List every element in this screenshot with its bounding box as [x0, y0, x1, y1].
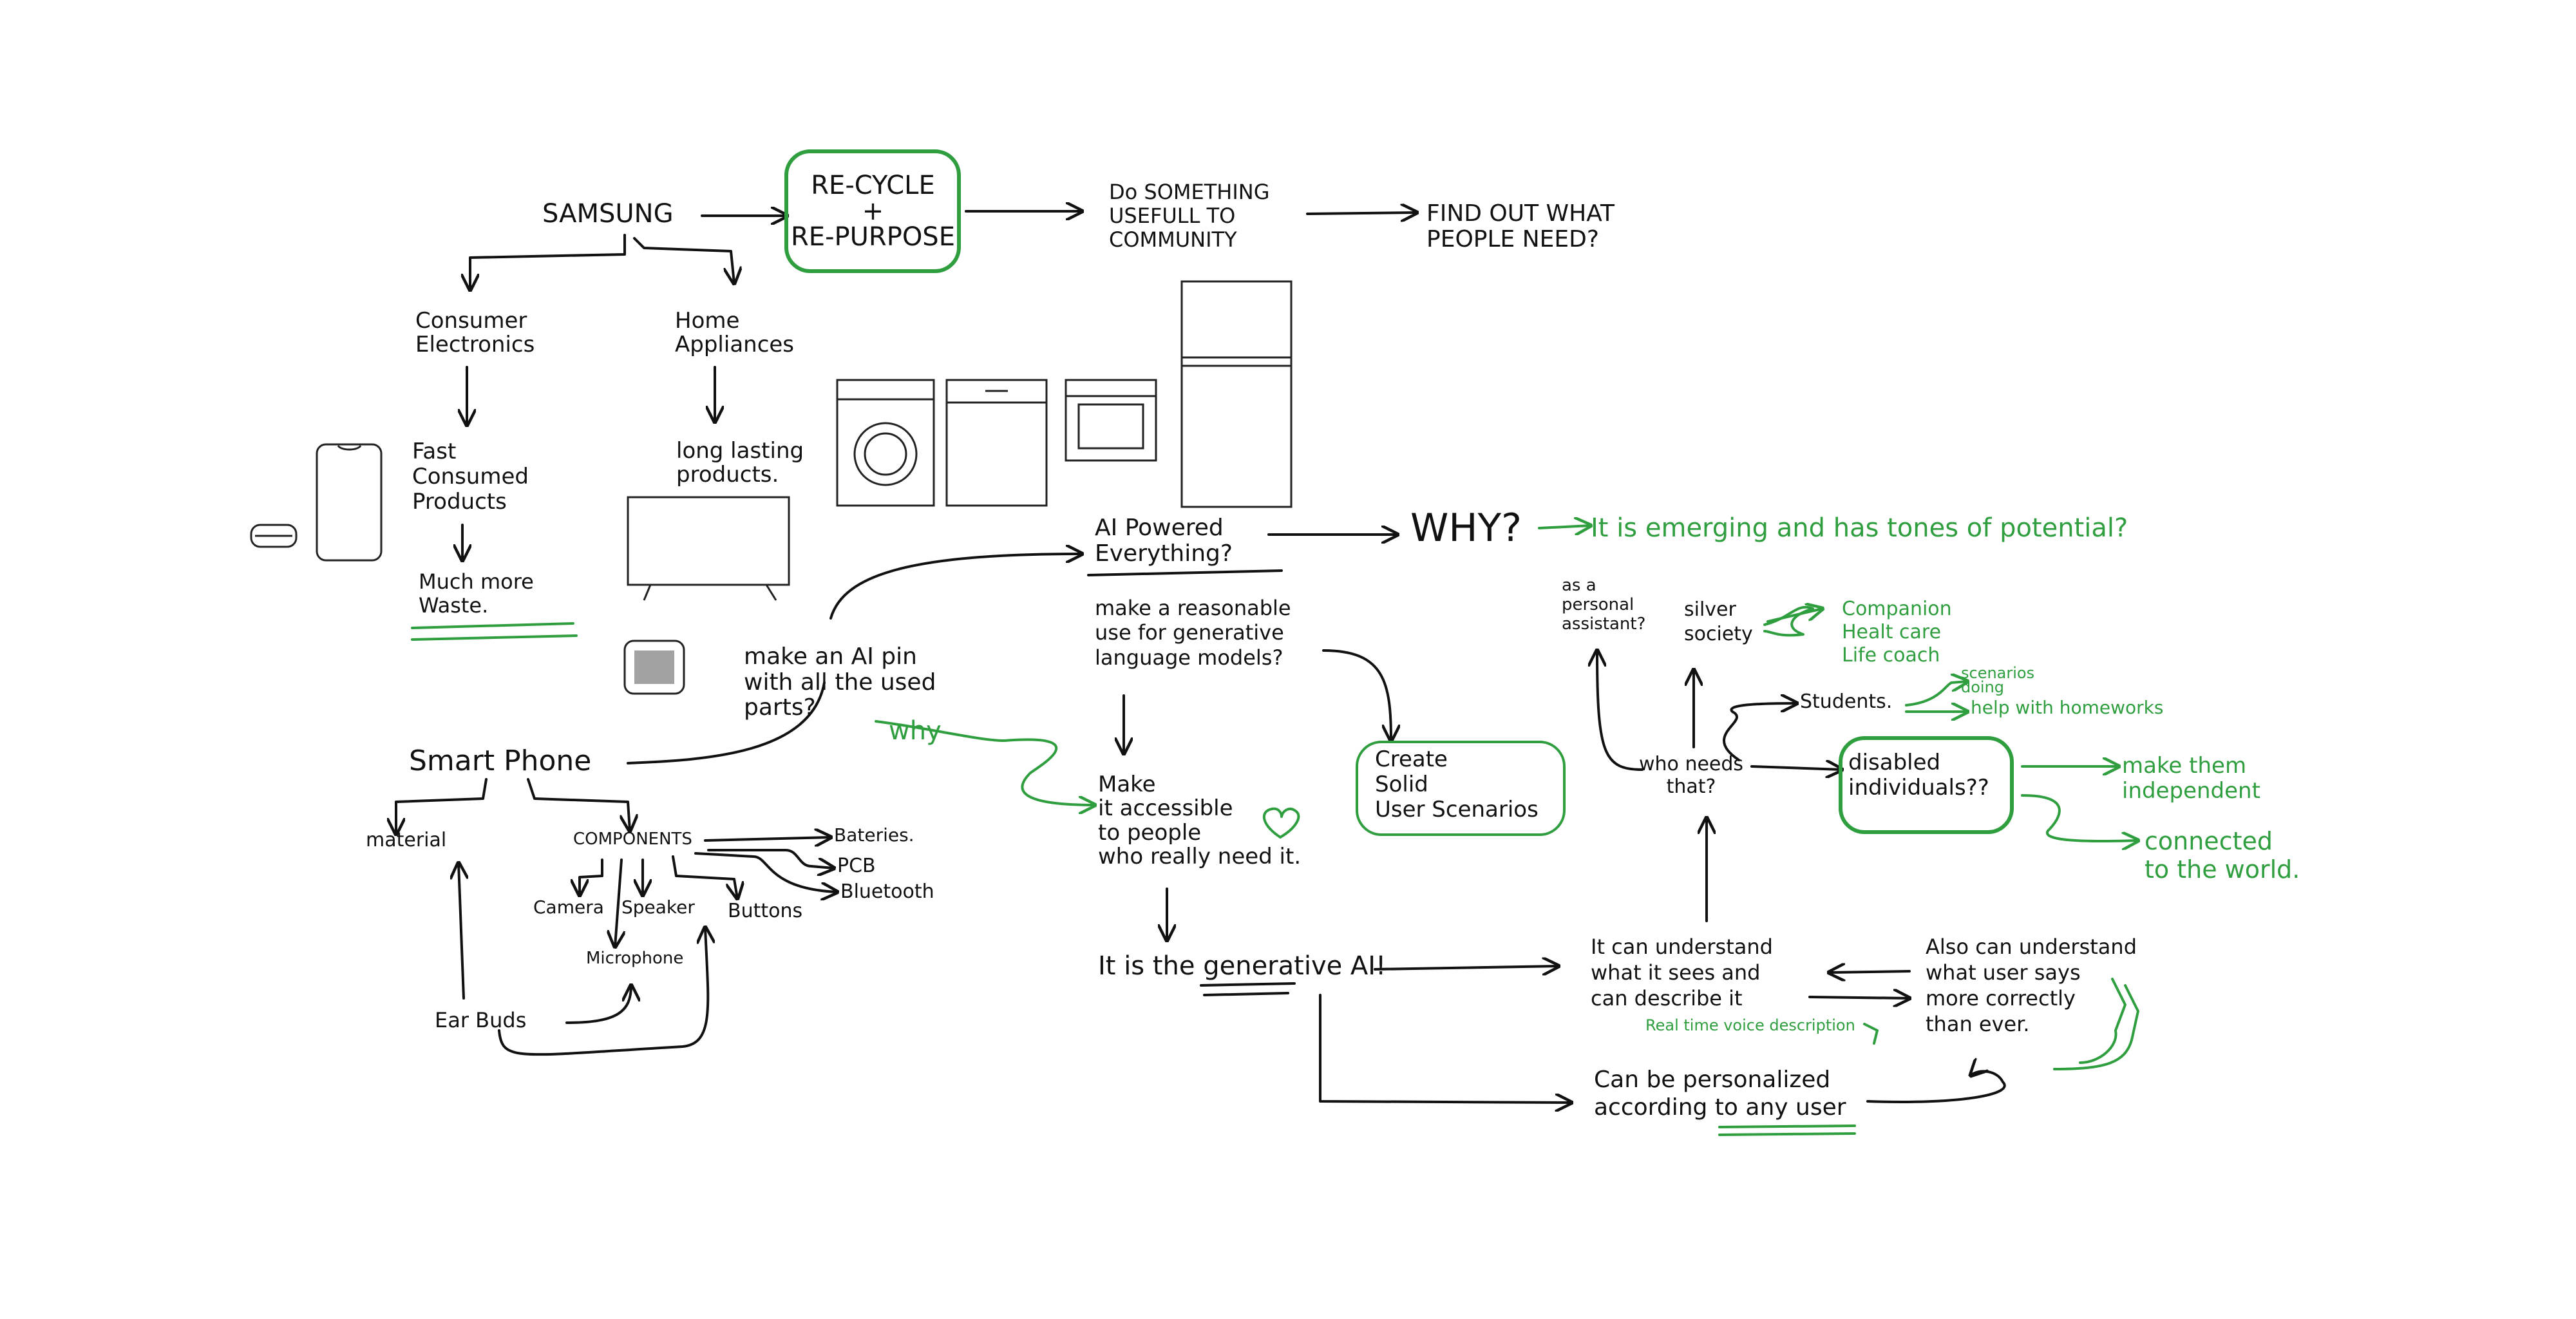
arrow-comp-microphone [615, 859, 621, 947]
node-do-something: Do SOMETHING USEFULL TO COMMUNITY [1109, 180, 1270, 252]
earbuds-case-sketch [250, 524, 298, 548]
arrow-personalized-says [1866, 1071, 2006, 1103]
node-ai-pin: make an AI pin with all the used parts? [744, 643, 936, 721]
node-connected: connected to the world. [2145, 827, 2300, 884]
arrow-phone-material [396, 778, 488, 834]
arrow-students-scenarios [1905, 681, 1967, 707]
arrow-comp-camera [580, 859, 603, 895]
node-who-needs: who needs that? [1639, 753, 1744, 798]
phone-sketch [316, 443, 383, 562]
node-camera: Camera [533, 897, 604, 918]
waste-underline [411, 622, 578, 641]
arrow-realtime-describe [1863, 1023, 1879, 1045]
arrow-why-emerging [1538, 526, 1591, 528]
arrow-why-make [875, 720, 1095, 805]
arrow-whoneeds-personal [1597, 650, 1643, 771]
node-find-out: FIND OUT WHAT PEOPLE NEED? [1426, 200, 1615, 252]
node-companion: Companion Healt care Life coach [1842, 598, 1952, 667]
node-disabled: disabled individuals?? [1848, 750, 1989, 801]
node-independent: make them independent [2122, 753, 2260, 804]
arrow-silver-companion-head [1766, 609, 1823, 623]
node-smart-phone: Smart Phone [409, 745, 592, 777]
disabled-box [1839, 736, 2014, 834]
arrow-comp-pcb [707, 849, 834, 868]
node-silver-society: silver society [1684, 598, 1753, 645]
personalized-underline [1718, 1124, 1856, 1136]
ai-powered-underline [1087, 569, 1283, 576]
node-why-green: why [889, 716, 942, 746]
node-emerging: It is emerging and has tones of potentia… [1591, 513, 2128, 543]
node-understand-says: Also can understand what user says more … [1926, 935, 2137, 1036]
arrow-earbuds-material [459, 863, 464, 1000]
dishwasher-sketch [945, 379, 1048, 507]
node-ear-buds: Ear Buds [435, 1008, 527, 1032]
arrow-silver-companion [1763, 605, 1814, 637]
node-much-more-waste: Much more Waste. [419, 569, 534, 618]
arrow-smartphone-pin [627, 681, 826, 764]
node-ai-powered: AI Powered Everything? [1095, 515, 1233, 567]
oven-sketch [1065, 379, 1157, 462]
arrow-whoneeds-disabled [1750, 766, 1842, 770]
node-scenarios-green: scenarios doing [1961, 664, 2035, 696]
arrow-earbuds-speaker [498, 927, 708, 1056]
arrow-whoneeds-students [1723, 703, 1797, 761]
node-home-appliances: Home Appliances [675, 308, 795, 358]
node-personalized: Can be personalized according to any use… [1594, 1067, 1846, 1121]
node-speaker: Speaker [621, 897, 695, 918]
node-why: WHY? [1410, 506, 1522, 551]
generative-underline [1200, 982, 1296, 996]
node-make-accessible: Make it accessible to people who really … [1098, 772, 1302, 870]
arrow-disabled-connected [2021, 794, 2138, 841]
node-recycle: RE-CYCLE + RE-PURPOSE [791, 171, 955, 252]
node-bluetooth: Bluetooth [840, 880, 934, 903]
says-green-brace [2053, 978, 2139, 1070]
arrow-comp-batteries [704, 837, 831, 840]
node-students: Students. [1800, 690, 1893, 713]
arrow-reasonable-create [1322, 649, 1391, 741]
tv-sketch [627, 496, 790, 601]
node-batteries: Bateries. [834, 824, 914, 846]
node-generative-ai: It is the generative AI! [1098, 951, 1387, 981]
node-buttons: Buttons [728, 900, 803, 922]
arrow-says-sees [1829, 971, 1911, 973]
node-components: COMPONENTS [573, 830, 692, 849]
arrow-do-find [1306, 213, 1417, 214]
node-consumer-electronics: Consumer Electronics [415, 308, 535, 358]
node-real-time-voice: Real time voice description [1645, 1016, 1855, 1034]
arrow-gen-understand [1374, 966, 1558, 969]
arrow-gen-personalized [1319, 994, 1571, 1103]
arrow-pin-ai [829, 554, 1082, 620]
fridge-sketch [1180, 280, 1293, 508]
green-heart [1262, 807, 1300, 839]
arrow-describe-says [1808, 997, 1909, 998]
create-scenarios-box [1356, 741, 1566, 836]
node-material: material [366, 829, 447, 851]
arrow-comp-buttons [672, 855, 737, 898]
node-microphone: Microphone [586, 949, 684, 968]
node-fast-consumed: Fast Consumed Products [412, 439, 529, 515]
arrow-phone-components [527, 778, 630, 831]
node-reasonable-use: make a reasonable use for generative lan… [1095, 596, 1291, 670]
node-personal-assistant: as a personal assistant? [1562, 576, 1646, 634]
node-samsung: SAMSUNG [542, 199, 674, 229]
node-understand-sees: It can understand what it sees and can d… [1591, 935, 1773, 1011]
node-long-lasting: long lasting products. [676, 438, 804, 488]
arrow-samsung-consumer [470, 234, 626, 290]
speaker-sketch [623, 640, 685, 695]
washing-machine-sketch [836, 379, 935, 507]
arrow-comp-bluetooth [694, 852, 837, 892]
node-pcb: PCB [837, 855, 876, 877]
arrow-earbuds-microphone [565, 985, 631, 1024]
node-create-scenarios: Create Solid User Scenarios [1375, 746, 1539, 823]
arrow-samsung-home [633, 237, 734, 283]
node-homeworks: help with homeworks [1971, 697, 2164, 718]
recycle-box [784, 149, 961, 273]
